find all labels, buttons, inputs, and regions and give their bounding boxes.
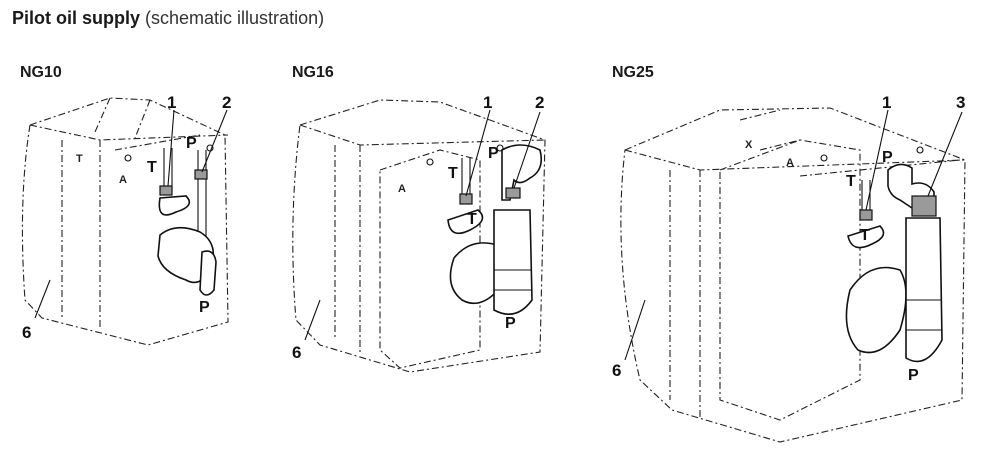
ng10-top-face [94, 97, 201, 151]
ng25-port-p: P [882, 149, 893, 166]
ng10-block-edge [29, 124, 229, 330]
ng25-port-t: T [846, 173, 856, 190]
ng16-p-port [493, 209, 533, 316]
panel-label-ng10: NG10 [20, 64, 62, 81]
ng16-port-t: T [448, 165, 458, 182]
ng16-block-edge [299, 124, 546, 352]
ng10-plug-1 [159, 185, 173, 196]
ng25-plug-1 [859, 209, 873, 221]
ng10-housing-outline [21, 97, 229, 346]
ng25-port-p2: P [908, 367, 919, 384]
ng25-valve: X A T P T P 1 3 6 [612, 93, 966, 443]
ng10-engraving-a: A [119, 174, 127, 186]
ng25-leader-6 [624, 299, 646, 361]
ng10-leader-2 [201, 109, 228, 173]
ng16-t-channel [461, 158, 471, 200]
ng25-p-port-rings [906, 299, 942, 331]
ng10-leader-6 [34, 279, 51, 319]
ng16-valve: A T P T P 1 2 6 [292, 93, 546, 373]
ng16-inner-block [379, 149, 481, 369]
ng16-bore [426, 158, 434, 166]
ng25-block-edge [624, 149, 966, 420]
ng16-leader-2 [513, 111, 541, 189]
ng10-t-pocket [158, 195, 191, 216]
ng10-port-p2: P [199, 299, 210, 316]
ng25-p-port [905, 217, 943, 363]
ng16-plug-2 [505, 187, 521, 199]
ng10-callout-2: 2 [222, 93, 231, 112]
ng10-port-p: P [186, 135, 197, 152]
ng16-port-t2: T [467, 211, 477, 228]
ng16-callout-6: 6 [292, 343, 301, 362]
panel-label-ng25: NG25 [612, 64, 654, 81]
ng10-engraving-t: T [76, 153, 83, 165]
title-subtitle: (schematic illustration) [145, 8, 325, 28]
ng25-callout-3: 3 [956, 93, 965, 112]
ng25-plug-3 [911, 195, 937, 217]
ng10-port-t: T [147, 159, 157, 176]
ng25-port-t2: T [860, 227, 870, 244]
ng25-inner-block [719, 139, 861, 421]
ng25-main-port [845, 266, 907, 354]
ng25-leader-1 [865, 109, 889, 211]
ng16-t-pocket [447, 209, 484, 235]
ng16-leader-6 [304, 299, 321, 341]
ng25-callout-1: 1 [882, 93, 891, 112]
ng10-leader-1 [167, 109, 175, 187]
ng25-bore [820, 154, 828, 162]
ng25-t-pocket [847, 225, 885, 249]
ng16-leader-1 [465, 109, 491, 197]
ng16-callout-2: 2 [535, 93, 544, 112]
ng10-valve: T A T P P 1 2 6 [21, 93, 231, 346]
ng25-engraving-a: A [786, 157, 794, 169]
ng16-bore [496, 144, 504, 152]
ng10-plug-2 [194, 169, 208, 180]
ng16-port-p: P [488, 145, 499, 162]
ng10-bore [124, 154, 132, 162]
ng16-port-p2: P [505, 315, 516, 332]
ng10-t-channel [163, 148, 173, 192]
ng25-callout-6: 6 [612, 361, 621, 380]
panel-label-ng16: NG16 [292, 64, 334, 81]
ng16-p-port-rings [494, 269, 532, 291]
ng16-engraving-a: A [398, 183, 406, 195]
title-main: Pilot oil supply [12, 8, 141, 28]
ng10-callout-1: 1 [167, 93, 176, 112]
ng25-top-detail [739, 109, 961, 177]
diagram-title: Pilot oil supply (schematic illustration… [12, 6, 324, 30]
ng25-engraving-x: X [745, 139, 753, 151]
ng10-callout-6: 6 [22, 323, 31, 342]
ng16-callout-1: 1 [483, 93, 492, 112]
ng25-leader-3 [927, 111, 963, 197]
ng25-housing-outline [620, 107, 966, 443]
ng10-p-port [199, 250, 217, 296]
ng25-bore [916, 146, 924, 154]
